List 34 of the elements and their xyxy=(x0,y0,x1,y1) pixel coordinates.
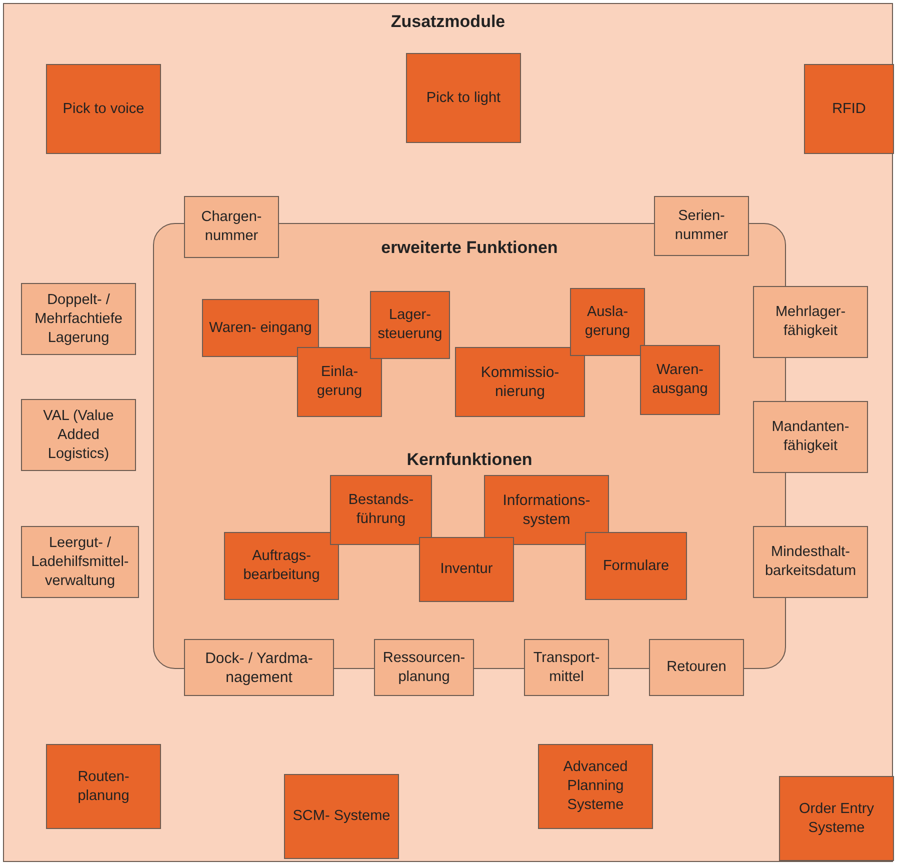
feature-box: VAL (Value Added Logistics) xyxy=(21,399,136,471)
feature-box: Transport- mittel xyxy=(524,639,609,696)
feature-box: Retouren xyxy=(649,639,744,696)
feature-box: Dock- / Yardma- nagement xyxy=(184,639,334,696)
feature-box: Doppelt- / Mehrfachtiefe Lagerung xyxy=(21,283,136,355)
module-box: Advanced Planning Systeme xyxy=(538,744,653,829)
module-box: Pick to light xyxy=(406,53,521,143)
module-box: Informations- system xyxy=(484,475,609,545)
module-box: Inventur xyxy=(419,537,514,602)
feature-box: Mehrlager- fähigkeit xyxy=(753,286,868,358)
module-box: Order Entry Systeme xyxy=(779,776,894,861)
module-box: Lager- steuerung xyxy=(370,291,450,359)
module-box: Formulare xyxy=(585,532,687,600)
feature-box: Mindesthalt- barkeitsdatum xyxy=(753,526,868,598)
section-heading: Kernfunktionen xyxy=(406,450,532,470)
feature-box: Ressourcen- planung xyxy=(374,639,474,696)
module-box: Bestands- führung xyxy=(330,475,432,545)
module-box: Kommissio- nierung xyxy=(455,347,585,417)
feature-box: Mandanten- fähigkeit xyxy=(753,401,868,473)
panel-title: Zusatzmodule xyxy=(390,12,506,32)
module-box: Ausla- gerung xyxy=(570,288,645,356)
module-panel xyxy=(3,3,893,862)
module-box: Einla- gerung xyxy=(297,347,382,417)
module-box: RFID xyxy=(804,64,894,154)
module-box: SCM- Systeme xyxy=(284,774,399,859)
module-box: Pick to voice xyxy=(46,64,161,154)
module-box: Waren- ausgang xyxy=(640,345,720,415)
section-heading: erweiterte Funktionen xyxy=(381,238,558,258)
module-box: Auftrags- bearbeitung xyxy=(224,532,339,600)
feature-box: Chargen- nummer xyxy=(184,196,279,258)
feature-box: Serien- nummer xyxy=(654,196,749,256)
module-box: Waren- eingang xyxy=(202,299,319,357)
feature-box: Leergut- / Ladehilfsmittel- verwaltung xyxy=(21,526,139,598)
module-box: Routen- planung xyxy=(46,744,161,829)
